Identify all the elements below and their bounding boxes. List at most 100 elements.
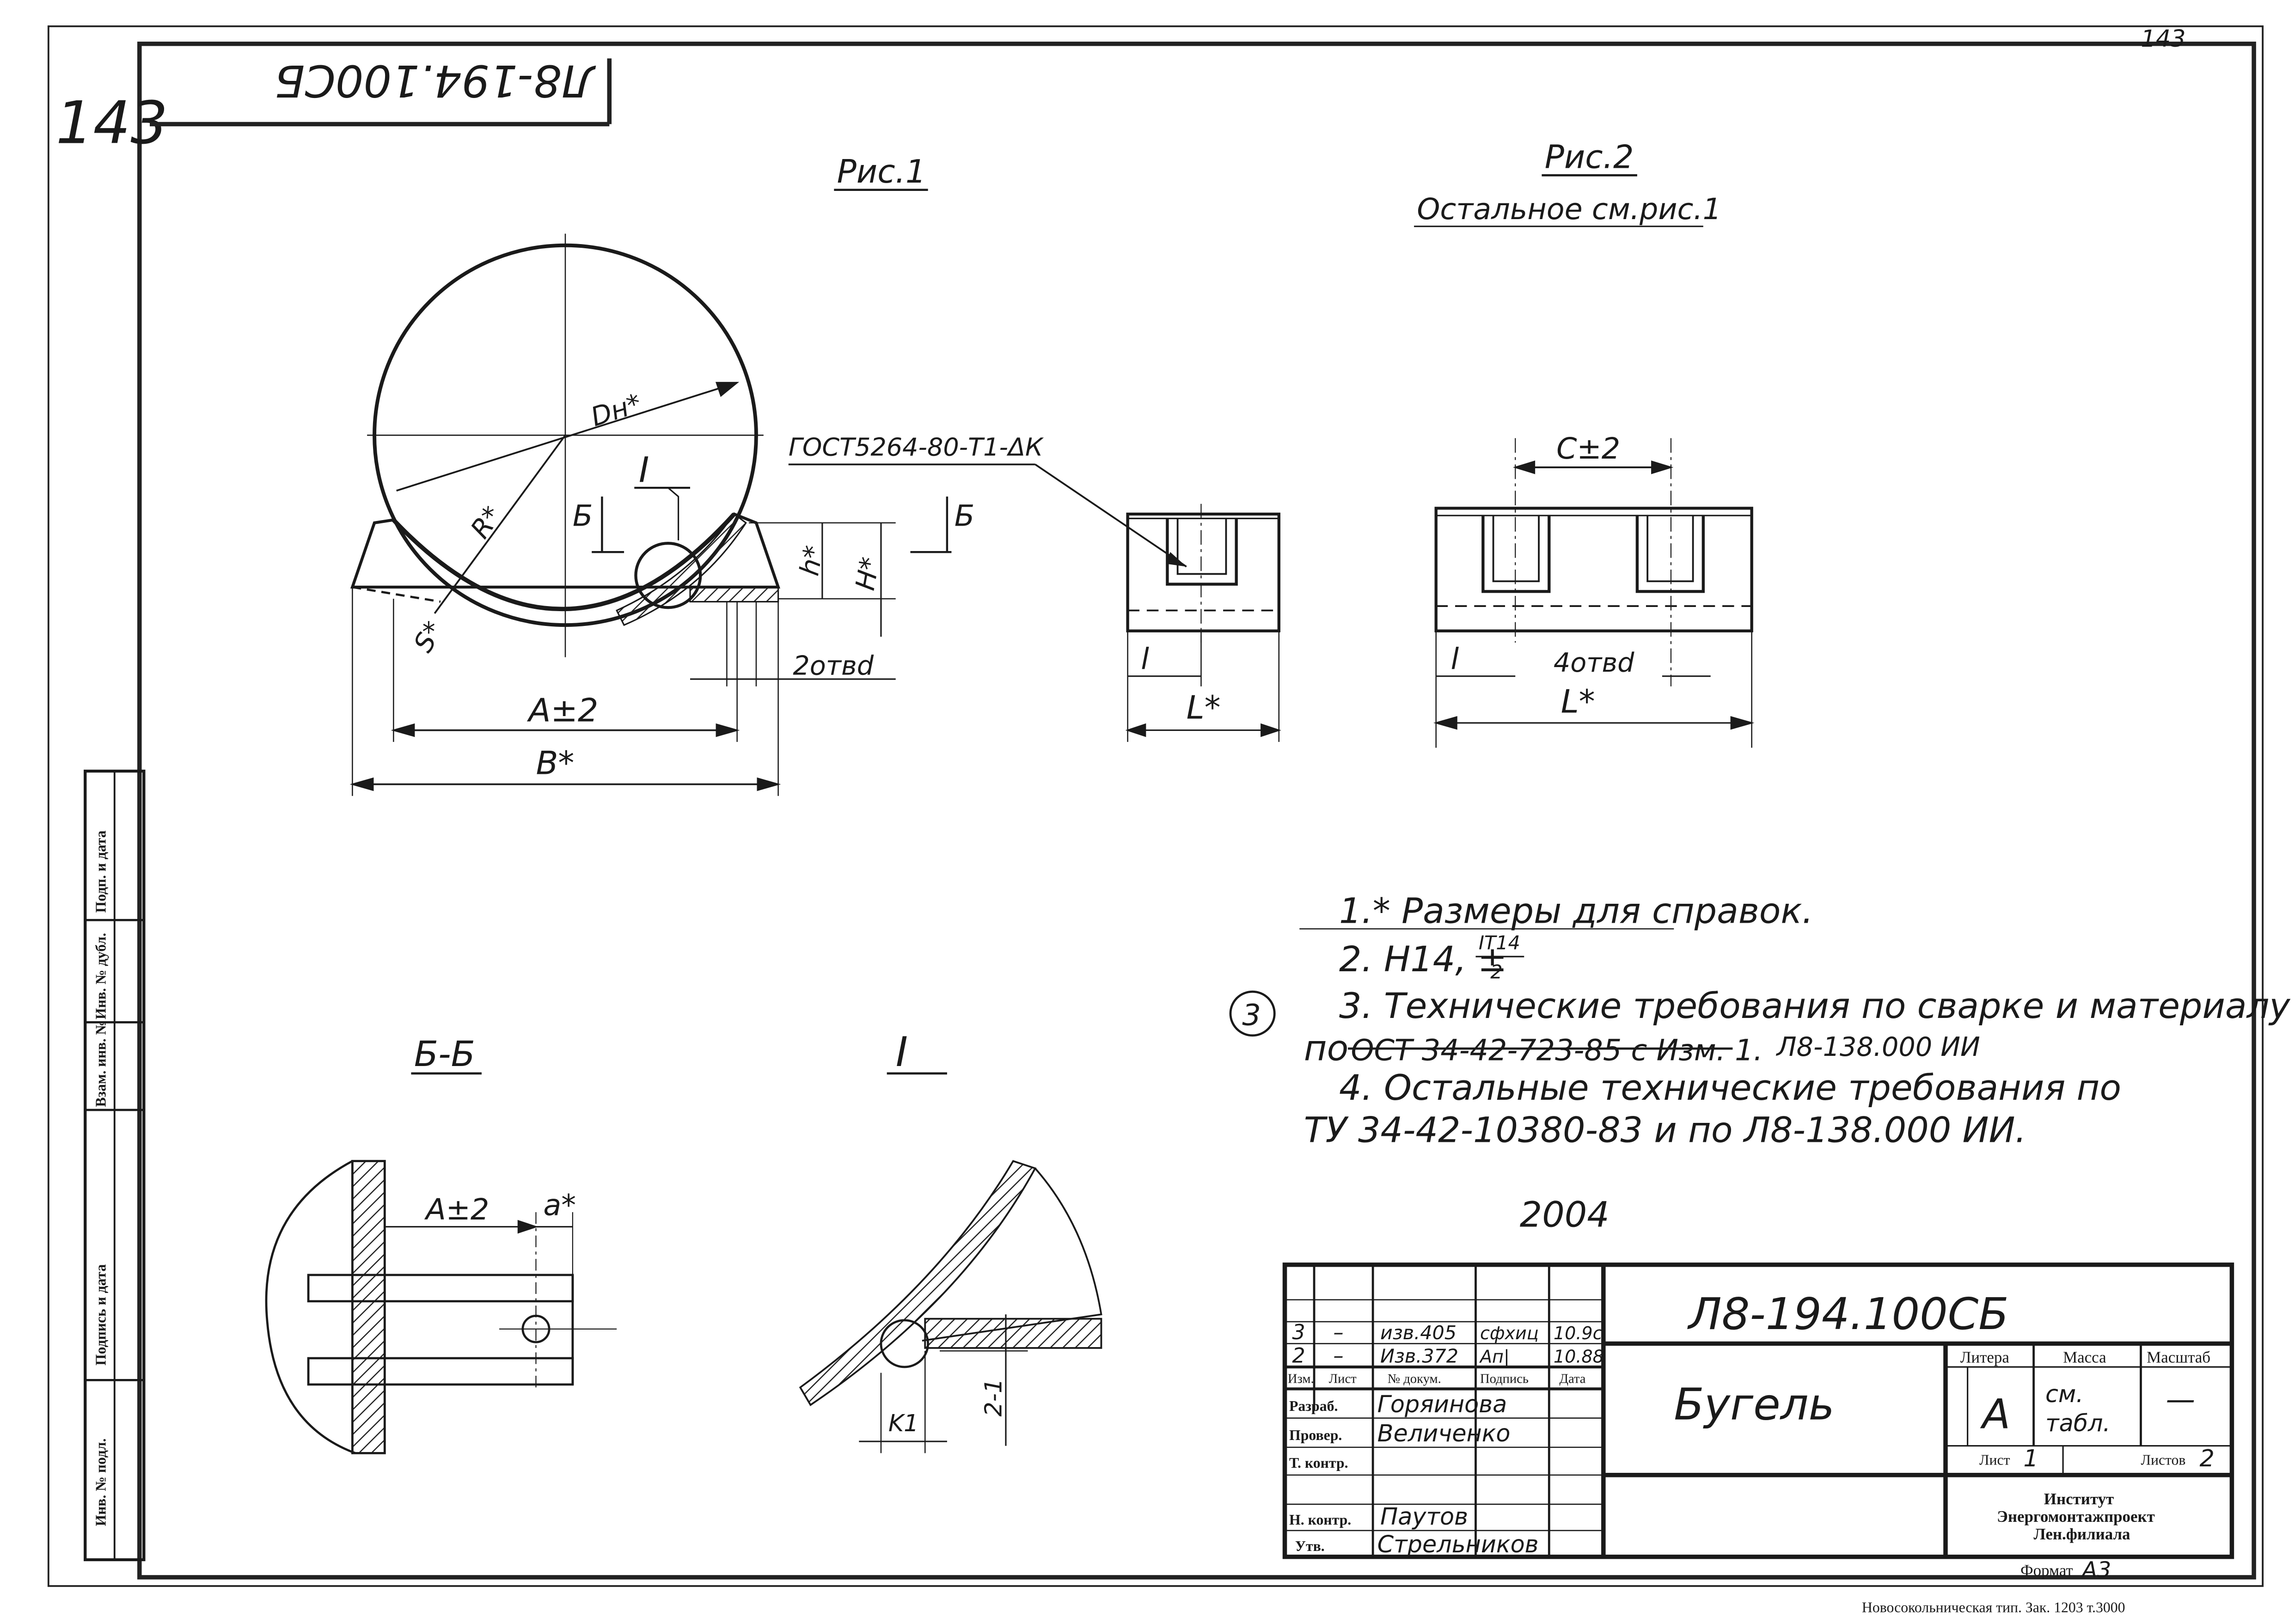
note-6: ТУ 34-42-10380-83 и по Л8-138.000 ИИ.: [1304, 1109, 2026, 1151]
litera-value: А: [1980, 1391, 2010, 1438]
dim-s: S*: [408, 617, 449, 658]
section-bb: Б-Б A±2 a*: [265, 1033, 617, 1454]
dim-gap: 2-1: [979, 1379, 1007, 1417]
dim-L-left: L*: [1187, 689, 1221, 726]
rev1-sign: сфхиц: [1480, 1323, 1539, 1343]
fig2-title: Рис.2: [1545, 138, 1634, 176]
fig1-title: Рис.1: [837, 153, 926, 190]
handwritten-year: 2004: [1520, 1194, 1610, 1235]
dim-c: С±2: [1556, 431, 1620, 466]
bracket-top-view: l L*: [1125, 503, 1281, 742]
dim-holes: 2отвd: [793, 651, 874, 681]
rev-header-list: Лист: [1329, 1372, 1357, 1386]
dim-holes-fig2: 4отвd: [1554, 648, 1634, 678]
fig2-subtitle: Остальное см.рис.1: [1417, 192, 1721, 226]
note-5: 4. Остальные технические требования по: [1339, 1067, 2121, 1108]
dim-k1: K1: [888, 1410, 919, 1437]
sheet-frame: [47, 25, 2264, 1587]
label-listov: Листов: [2141, 1452, 2185, 1468]
dim-h-small: h*: [794, 543, 829, 578]
section-mark-right: Б: [955, 498, 975, 533]
section-bb-title: Б-Б: [414, 1033, 475, 1074]
org-line-1: Институт: [2044, 1490, 2114, 1508]
rev2-sign: Ап|: [1479, 1347, 1510, 1367]
margin-label-podp: Подп. и дата: [93, 830, 109, 913]
dim-l-fig2: l: [1450, 642, 1459, 676]
dim-b: B*: [536, 745, 574, 782]
weld-note-text: ГОСТ5264-80-Т1-ΔК: [789, 433, 1044, 462]
label-litera: Литера: [1960, 1348, 2009, 1367]
dim-a: A±2: [527, 692, 599, 729]
massa-value-2: табл.: [2045, 1410, 2111, 1437]
figure-1: Рис.1 Dн* R* S* Б Б I: [349, 153, 975, 796]
masshtab-value: —: [2166, 1382, 2195, 1416]
rev1-izm: 3: [1292, 1321, 1305, 1344]
margin-label-dubl: Инв. № дубл.: [93, 933, 109, 1019]
rev-header-sign: Подпись: [1480, 1372, 1529, 1386]
role-nkontr: Н. контр.: [1289, 1512, 1351, 1528]
role-utv: Утв.: [1295, 1538, 1325, 1554]
note-4-struck: ОСТ 34-42-723-85 с Изм. 1.: [1351, 1033, 1763, 1067]
dim-a-small: a*: [543, 1188, 576, 1222]
margin-label-sign: Подпись и дата: [93, 1264, 109, 1366]
note-4-suffix: Л8-138.000 ИИ: [1776, 1032, 1980, 1062]
name-nkontr: Паутов: [1380, 1503, 1468, 1530]
rev1-list: –: [1333, 1321, 1343, 1344]
note-1: 1.* Размеры для справок.: [1339, 890, 1813, 932]
label-masshtab: Масштаб: [2147, 1348, 2210, 1367]
listov-value: 2: [2200, 1445, 2215, 1472]
detail-i: I K1 2-1: [799, 1028, 1102, 1453]
rev-header-doc: № докум.: [1388, 1372, 1441, 1386]
left-margin-strip: Инв. № подл. Подпись и дата Взам. инв. №…: [84, 769, 146, 1562]
note-3: 3. Технические требования по сварке и ма…: [1339, 985, 2290, 1026]
circled-mark: 3: [1242, 998, 1261, 1032]
printer-line: Новосокольническая тип. Зак. 1203 т.3000: [1862, 1599, 2125, 1616]
dim-l-left: l: [1141, 642, 1149, 676]
rev2-list: –: [1333, 1344, 1343, 1368]
page-number: 143: [2141, 25, 2185, 52]
massa-value-1: см.: [2045, 1380, 2083, 1408]
role-razrab: Разраб.: [1289, 1398, 1338, 1414]
corner-stamp: Л8-194.100СБ: [150, 55, 612, 127]
dim-L-fig2: L*: [1561, 683, 1595, 721]
dim-h-big: H*: [850, 555, 886, 593]
format-value: А3: [2081, 1557, 2111, 1583]
technical-notes: 3 1.* Размеры для справок. 2. Н14, ± IT1…: [1229, 890, 2290, 1235]
designation: Л8-194.100СБ: [1687, 1289, 2009, 1340]
corner-stamp-text: Л8-194.100СБ: [275, 55, 596, 106]
dim-r: R*: [465, 501, 508, 544]
weld-note: ГОСТ5264-80-Т1-ΔК: [789, 433, 1187, 568]
dim-a-section: A±2: [424, 1192, 489, 1226]
note-2: 2. Н14, ±: [1339, 938, 1507, 980]
rev-header-izm: Изм.: [1288, 1372, 1314, 1386]
org-line-3: Лен.филиала: [2034, 1525, 2130, 1543]
section-mark-left: Б: [573, 498, 593, 533]
list-value: 1: [2023, 1445, 2038, 1472]
rev1-date: 10.9с: [1554, 1323, 1603, 1343]
margin-label-vzam: Взам. инв. №: [93, 1020, 109, 1107]
part-name: Бугель: [1674, 1379, 1834, 1430]
figure-2: Рис.2 Остальное см.рис.1 С±2 l 4отвd L*: [1414, 138, 1755, 748]
name-utv: Стрельников: [1377, 1531, 1539, 1558]
note-2-den: 2: [1490, 961, 1502, 983]
role-prover: Провер.: [1289, 1427, 1342, 1443]
margin-label-inv: Инв. № подл.: [93, 1439, 109, 1526]
name-razrab: Горяинова: [1377, 1391, 1507, 1418]
note-4-prefix: по: [1304, 1028, 1348, 1069]
detail-i-title: I: [896, 1028, 908, 1076]
name-prover: Величенко: [1377, 1420, 1511, 1447]
role-tkontr: Т. контр.: [1289, 1455, 1348, 1471]
rev2-izm: 2: [1292, 1344, 1305, 1368]
dim-dn: Dн*: [587, 388, 645, 432]
rev2-date: 10.88: [1554, 1347, 1604, 1367]
rev-header-date: Дата: [1560, 1372, 1586, 1386]
format-label: Формат: [2020, 1562, 2073, 1580]
label-massa: Масса: [2063, 1348, 2106, 1367]
handwritten-page-number: 143: [56, 89, 168, 157]
org-line-2: Энергомонтажпроект: [1997, 1508, 2155, 1526]
title-block: 3 – изв.405 сфхиц 10.9с 2 – Изв.372 Ап| …: [1282, 1262, 2234, 1559]
rev2-doc: Изв.372: [1380, 1345, 1458, 1367]
detail-marker: I: [639, 449, 649, 490]
label-list: Лист: [1979, 1452, 2010, 1468]
